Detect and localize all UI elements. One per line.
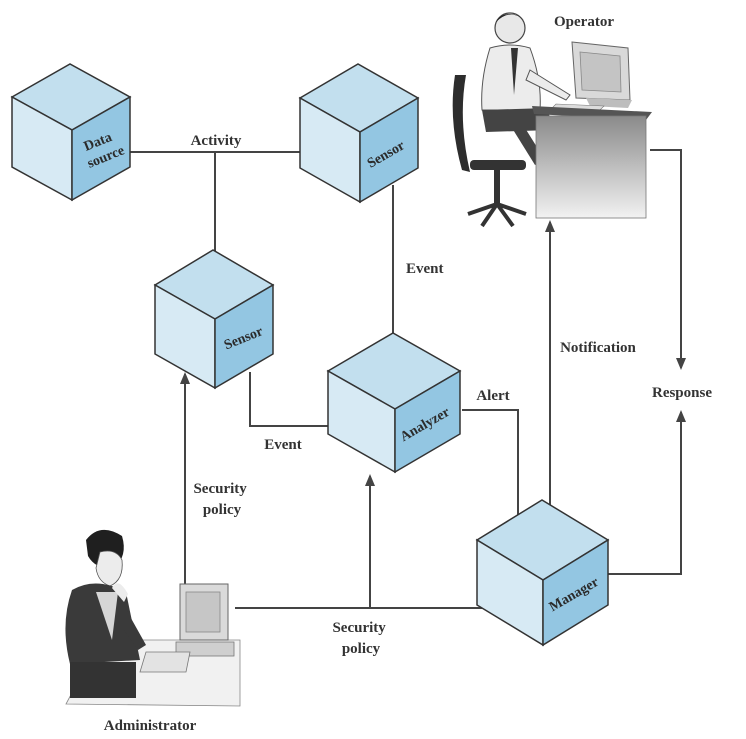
edges (130, 147, 686, 613)
alert-label: Alert (476, 388, 509, 404)
administrator-illustration (65, 529, 241, 707)
administrator-label: Administrator (104, 718, 197, 734)
notification-label: Notification (560, 340, 636, 356)
activity-label: Activity (191, 133, 242, 149)
event-left-arrow (249, 372, 352, 431)
response-down-arrow (650, 149, 686, 370)
manager-node: Manager (475, 499, 610, 647)
sensor-top-node: Sensor (298, 63, 420, 204)
analyzer-node: Analyzer (326, 332, 462, 474)
data-source-node: Data source (10, 63, 132, 202)
security-policy-bottom-label: Security policy (332, 620, 389, 657)
security-policy-left-label: Security policy (193, 481, 250, 518)
event-left-label: Event (264, 437, 302, 453)
response-label: Response (652, 385, 712, 401)
event-top-label: Event (406, 261, 444, 277)
response-up-arrow (608, 410, 686, 575)
operator-illustration (452, 12, 652, 228)
operator-label: Operator (554, 14, 614, 30)
sensor-left-node: Sensor (153, 249, 275, 390)
alert-arrow (462, 409, 523, 540)
